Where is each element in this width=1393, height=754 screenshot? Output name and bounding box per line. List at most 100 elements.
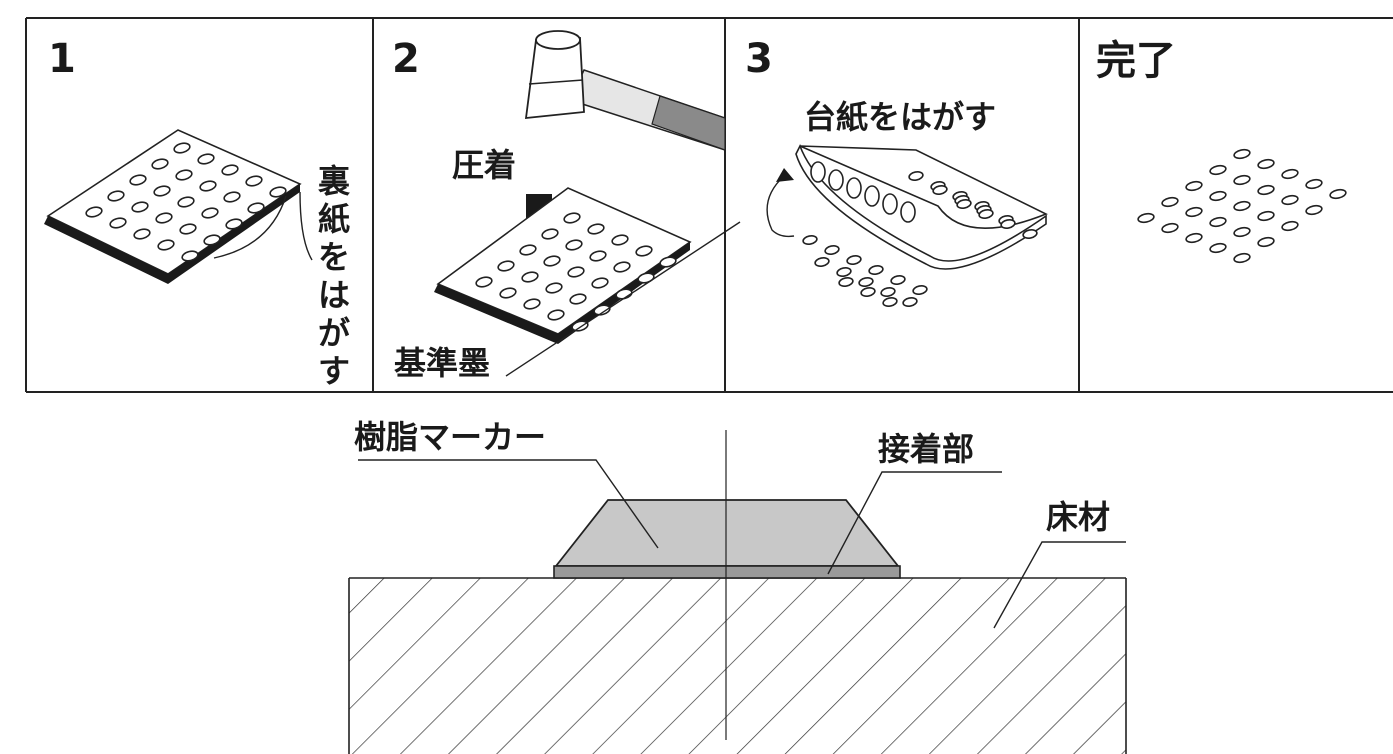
marker-dot	[499, 287, 517, 299]
marker-dot	[1185, 232, 1203, 244]
marker-dot	[543, 255, 561, 267]
press-label: 圧着	[452, 146, 516, 184]
marker-dot	[1305, 178, 1323, 190]
marker-dot	[1185, 180, 1203, 192]
adhesive-layer	[553, 565, 901, 579]
resin-marker	[553, 499, 901, 579]
marker-dot	[157, 239, 175, 251]
marker-dot	[179, 223, 197, 235]
marker-dot	[1257, 210, 1275, 222]
marker-dot	[882, 193, 898, 215]
peel-backing-vertical-label: 裏 紙 を は が す	[318, 162, 351, 390]
svg-text:紙: 紙	[318, 200, 350, 238]
marker-dot	[177, 196, 195, 208]
marker-dot	[1257, 158, 1275, 170]
marker-dot	[890, 275, 906, 285]
marker-sheet-illustration	[434, 187, 692, 344]
marker-dot	[611, 234, 629, 246]
marker-dot	[523, 298, 541, 310]
marker-dot	[1305, 204, 1323, 216]
marker-dot	[1281, 168, 1299, 180]
marker-dot	[880, 287, 896, 297]
marker-dot	[846, 255, 862, 265]
marker-dot	[1329, 188, 1347, 200]
marker-dot	[828, 169, 844, 191]
step-2-number: 2	[392, 36, 420, 82]
marker-dot	[1161, 222, 1179, 234]
marker-dot	[565, 239, 583, 251]
svg-text:が: が	[318, 314, 350, 352]
marker-dot	[1000, 219, 1016, 229]
marker-dot	[1233, 200, 1251, 212]
marker-dot	[1233, 252, 1251, 264]
marker-dot	[1209, 164, 1227, 176]
marker-dot	[175, 169, 193, 181]
marker-dot	[1185, 206, 1203, 218]
marker-dot	[153, 185, 171, 197]
hammer-icon	[524, 30, 726, 152]
marker-dot	[1209, 216, 1227, 228]
marker-dot	[223, 191, 241, 203]
marker-dot	[956, 199, 972, 209]
finished-marker-grid	[1137, 148, 1347, 264]
marker-dot	[1233, 226, 1251, 238]
placed-markers	[802, 235, 928, 307]
marker-dot	[519, 244, 537, 256]
step-3: 3 台紙をはがす	[745, 36, 1048, 307]
marker-dot	[882, 297, 898, 307]
marker-dot	[613, 261, 631, 273]
marker-dot	[475, 276, 493, 288]
marker-dot	[868, 265, 884, 275]
marker-dot	[1022, 229, 1038, 239]
marker-dot	[545, 282, 563, 294]
marker-dot	[569, 293, 587, 305]
marker-dot	[978, 209, 994, 219]
reference-mark-label: 基準墨	[394, 344, 490, 382]
step-1-number: 1	[48, 36, 76, 82]
marker-dot	[541, 228, 559, 240]
step-2: 2 圧着 基準墨	[392, 30, 741, 382]
marker-dot	[1209, 242, 1227, 254]
marker-dot	[567, 266, 585, 278]
marker-dot	[221, 164, 239, 176]
peel-label: 台紙をはがす	[804, 98, 996, 136]
floor-material	[348, 577, 1127, 754]
marker-dot	[814, 257, 830, 267]
marker-dot	[203, 234, 221, 246]
marker-dot	[199, 180, 217, 192]
svg-text:は: は	[318, 276, 350, 314]
marker-dot	[810, 161, 826, 183]
marker-dot	[1233, 148, 1251, 160]
marker-dot	[858, 277, 874, 287]
marker-dot	[902, 297, 918, 307]
marker-dot	[247, 202, 265, 214]
adhesive-label: 接着部	[878, 430, 974, 468]
marker-dot	[521, 271, 539, 283]
marker-dot	[109, 217, 127, 229]
marker-dot	[1209, 190, 1227, 202]
marker-dot-grid	[85, 142, 287, 262]
marker-dot	[1257, 184, 1275, 196]
marker-dot	[85, 206, 103, 218]
marker-dot	[563, 212, 581, 224]
svg-text:裏: 裏	[318, 162, 351, 200]
marker-dot	[589, 250, 607, 262]
floor-material-label: 床材	[1046, 498, 1110, 536]
marker-dot	[1281, 194, 1299, 206]
marker-dot	[131, 201, 149, 213]
marker-dot	[173, 142, 191, 154]
marker-dot	[245, 175, 263, 187]
step-3-number: 3	[745, 36, 773, 82]
marker-dot	[269, 186, 287, 198]
peeling-sheet-illustration	[795, 143, 1048, 270]
marker-dot	[908, 171, 924, 181]
marker-dot	[587, 223, 605, 235]
marker-dot	[838, 277, 854, 287]
marker-dot	[497, 260, 515, 272]
svg-text:す: す	[318, 352, 350, 390]
marker-dot	[201, 207, 219, 219]
marker-dot	[155, 212, 173, 224]
marker-dot	[846, 177, 862, 199]
marker-dot	[1161, 196, 1179, 208]
